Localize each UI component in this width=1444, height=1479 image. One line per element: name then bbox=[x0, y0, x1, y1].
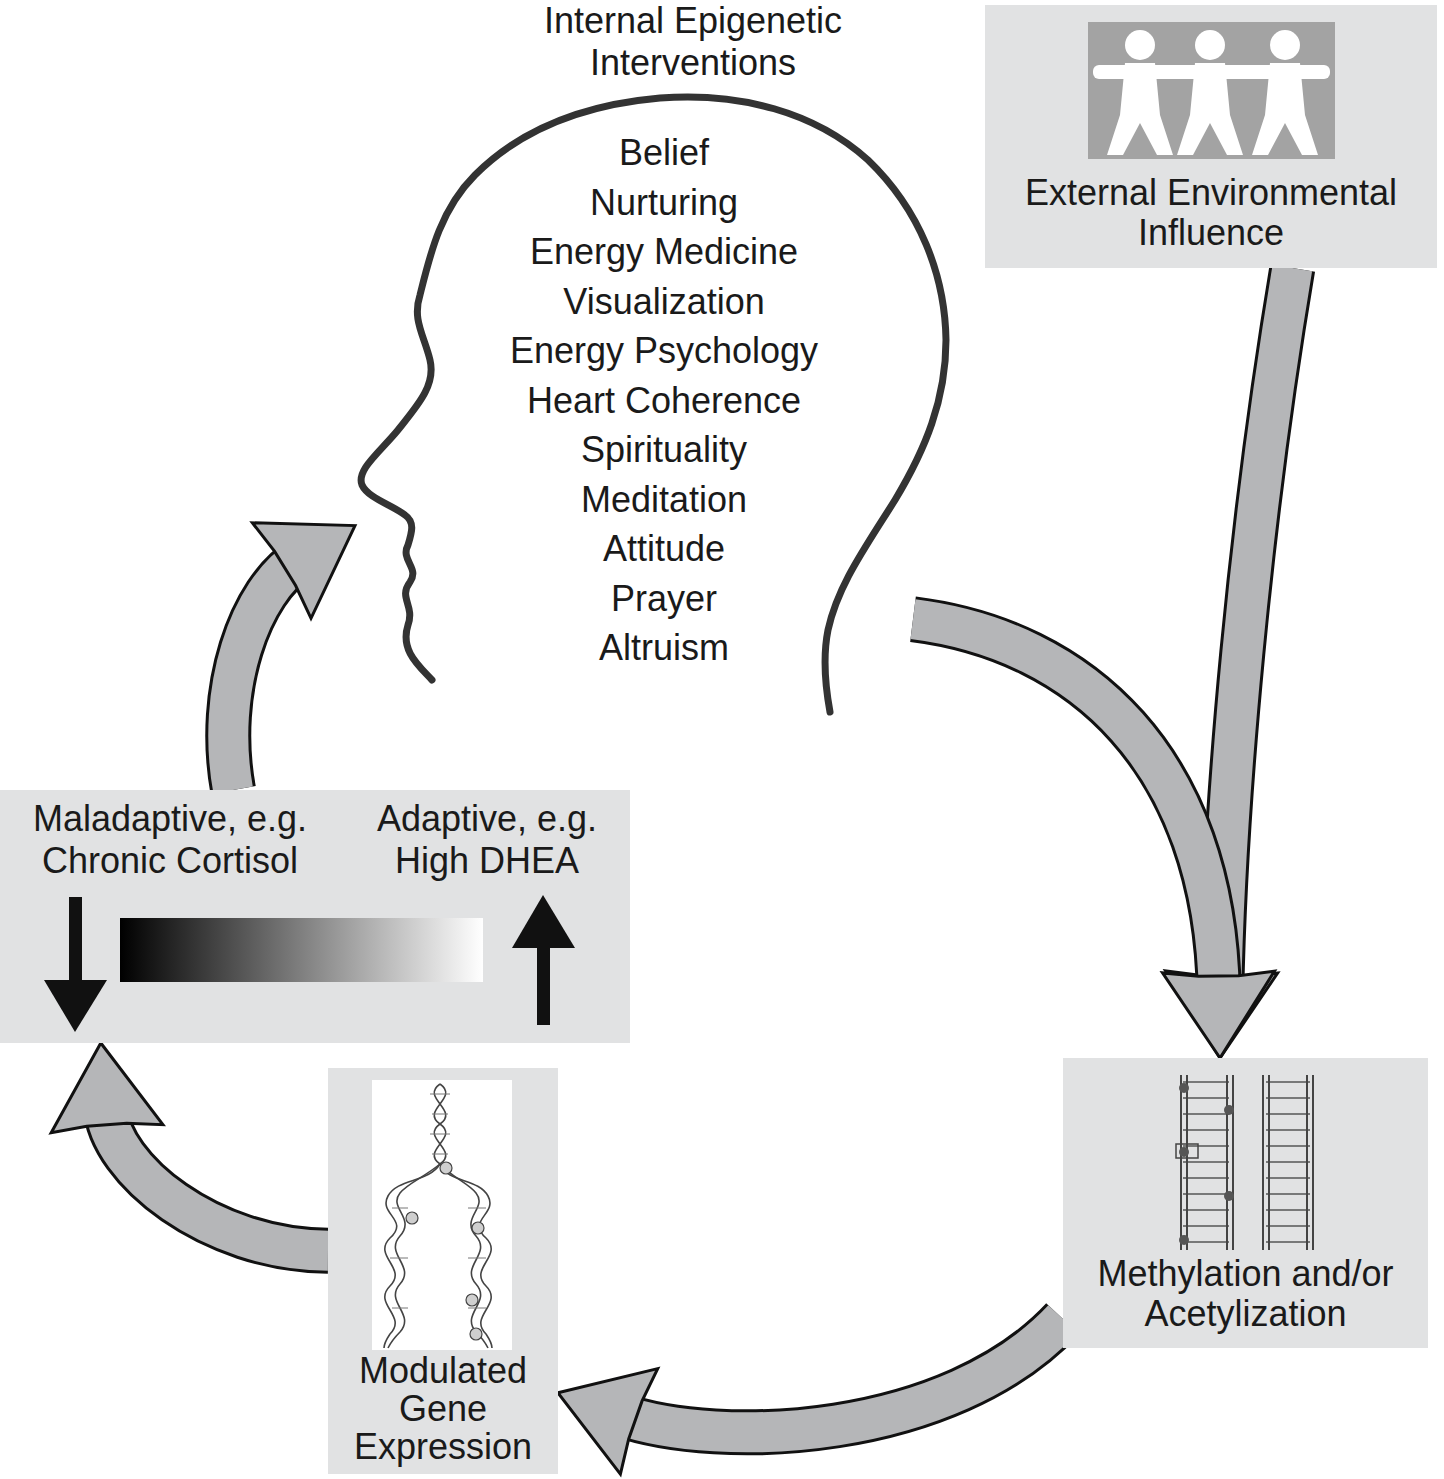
intervention-item: Altruism bbox=[373, 623, 955, 673]
arrow-outline bbox=[618, 1319, 1063, 1432]
paper-dolls bbox=[1093, 30, 1330, 155]
intervention-item: Nurturing bbox=[373, 178, 955, 228]
flow-arrow bbox=[51, 1043, 328, 1251]
intervention-item: Belief bbox=[373, 128, 955, 178]
box-label: Modulated Gene Expression bbox=[328, 1352, 558, 1466]
gradient-bar bbox=[120, 918, 483, 982]
arrow-head bbox=[558, 1369, 658, 1475]
head-region: Internal Epigenetic InterventionsBeliefN… bbox=[355, 0, 955, 720]
box-label: External Environmental Influence bbox=[985, 173, 1437, 253]
arrow-head bbox=[252, 523, 355, 619]
epigenetic-box: Methylation and/or Acetylization bbox=[1063, 1058, 1428, 1348]
intervention-item: Spirituality bbox=[373, 425, 955, 475]
intervention-item: Energy Psychology bbox=[373, 326, 955, 376]
intervention-item: Attitude bbox=[373, 524, 955, 574]
arrow-head bbox=[1163, 971, 1275, 1058]
methyl-marks bbox=[1179, 1083, 1234, 1245]
intervention-item: Energy Medicine bbox=[373, 227, 955, 277]
arrow-body bbox=[618, 1319, 1063, 1432]
arrow-body bbox=[913, 619, 1219, 994]
outcome-box: Maladaptive, e.g. Chronic CortisolAdapti… bbox=[0, 790, 630, 1043]
intervention-item: Meditation bbox=[373, 475, 955, 525]
up-arrow bbox=[512, 895, 575, 1025]
text-row: Maladaptive, e.g. Chronic CortisolAdapti… bbox=[0, 798, 630, 882]
down-arrow bbox=[44, 897, 107, 1032]
arrow-body bbox=[228, 559, 300, 790]
heading-text: Internal Epigenetic Interventions bbox=[513, 0, 873, 84]
arrow-outline bbox=[1221, 268, 1292, 994]
intervention-item: Prayer bbox=[373, 574, 955, 624]
arrow-body bbox=[1221, 268, 1292, 994]
adaptive-label: Adaptive, e.g. High DHEA bbox=[352, 798, 622, 882]
flow-arrow bbox=[228, 523, 355, 790]
gene-expression-box: Modulated Gene Expression bbox=[328, 1068, 558, 1474]
flow-arrow bbox=[558, 1319, 1063, 1474]
environment-box: External Environmental Influence bbox=[985, 5, 1437, 268]
arrow-outline bbox=[105, 1107, 328, 1251]
arrow-body bbox=[105, 1107, 328, 1251]
intervention-item: Heart Coherence bbox=[373, 376, 955, 426]
intervention-item: Visualization bbox=[373, 277, 955, 327]
arrow-outline bbox=[913, 619, 1219, 994]
flow-arrow bbox=[913, 619, 1275, 1058]
maladaptive-label: Maladaptive, e.g. Chronic Cortisol bbox=[0, 798, 340, 882]
arrow-outline bbox=[228, 559, 300, 790]
arrow-head bbox=[51, 1043, 163, 1133]
picture-ground bbox=[1088, 22, 1335, 159]
box-label: Methylation and/or Acetylization bbox=[1063, 1254, 1428, 1334]
